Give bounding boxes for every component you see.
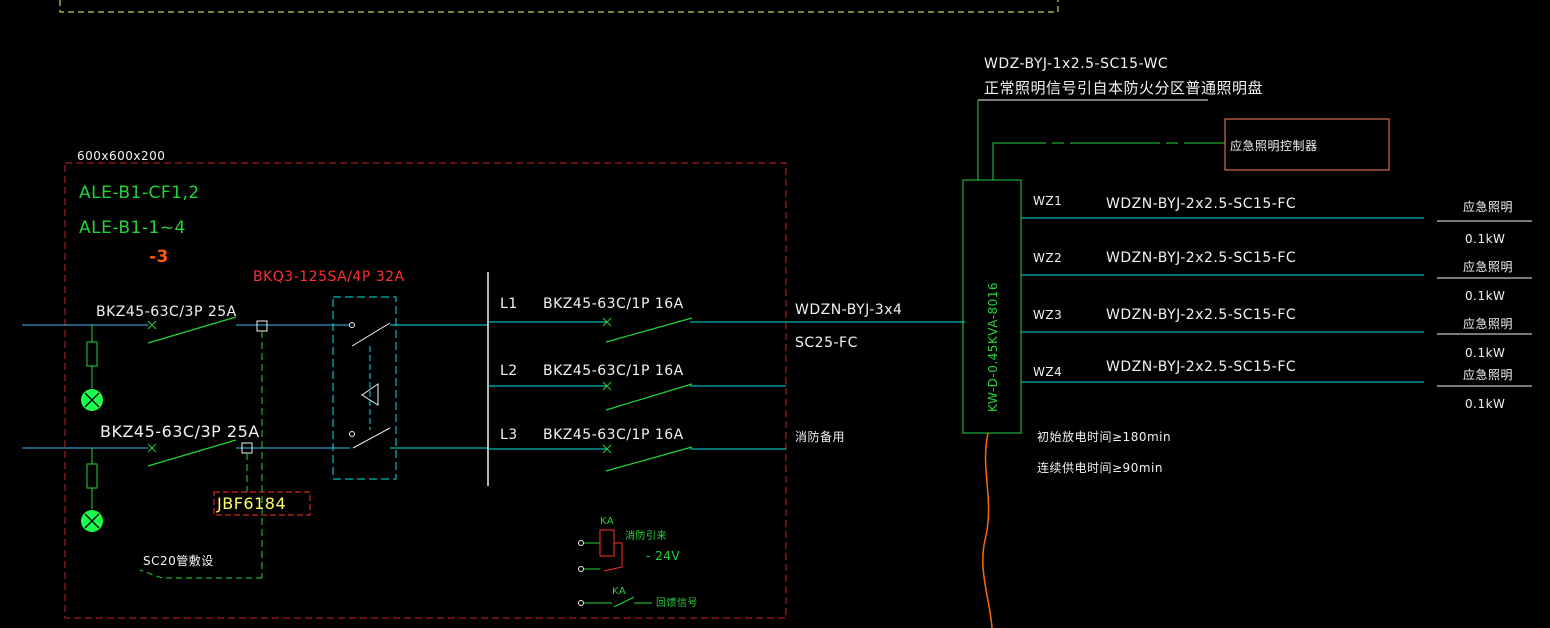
panel-size-label: 600x600x200 <box>77 149 165 163</box>
outgoing-circuit-L2: L2 BKZ45-63C/1P 16A <box>488 363 786 411</box>
circuit-cable: WDZN-BYJ-2x2.5-SC15-FC <box>1106 250 1296 266</box>
fuse-icon <box>86 341 98 367</box>
phase-label-L1: L1 <box>500 296 518 312</box>
panel-name-line2: ALE-B1-1~4 <box>79 218 186 238</box>
panel-enclosure: 600x600x200 ALE-B1-CF1,2 ALE-B1-1~4 -3 <box>64 149 787 619</box>
phase-label-L2: L2 <box>500 363 518 379</box>
circuit-WZ2: WZ2 WDZN-BYJ-2x2.5-SC15-FC 应急照明 0.1kW <box>1021 250 1532 303</box>
feeder-cable-line1: WDZN-BYJ-3x4 <box>795 302 902 318</box>
circuit-cable: WDZN-BYJ-2x2.5-SC15-FC <box>1106 359 1296 375</box>
conduit-label: SC20管敷设 <box>143 553 214 568</box>
circuit-power: 0.1kW <box>1465 289 1505 303</box>
circuit-WZ4: WZ4 WDZN-BYJ-2x2.5-SC15-FC 应急照明 0.1kW <box>1021 359 1532 411</box>
relay1-label: KA <box>600 516 614 527</box>
relay1-desc: 消防引来 <box>625 529 667 542</box>
circuit-power: 0.1kW <box>1465 397 1505 411</box>
breaker-label-L1: BKZ45-63C/1P 16A <box>543 296 684 312</box>
breaker-label-L2: BKZ45-63C/1P 16A <box>543 363 684 379</box>
circuit-cable: WDZN-BYJ-2x2.5-SC15-FC <box>1106 307 1296 323</box>
circuit-WZ3: WZ3 WDZN-BYJ-2x2.5-SC15-FC 应急照明 0.1kW <box>1021 307 1532 360</box>
outgoing-circuit-L1: L1 BKZ45-63C/1P 16A <box>488 296 965 343</box>
outgoing-circuit-L3: L3 BKZ45-63C/1P 16A <box>488 427 786 472</box>
circuit-cable: WDZN-BYJ-2x2.5-SC15-FC <box>1106 196 1296 212</box>
ats-switch: BKQ3-125SA/4P 32A <box>253 269 488 480</box>
breaker-label-L3: BKZ45-63C/1P 16A <box>543 427 684 443</box>
relay-voltage: - 24V <box>646 549 680 563</box>
fuse-icon <box>86 463 98 489</box>
module-label: JBF6184 <box>216 494 286 513</box>
circuit-load: 应急照明 <box>1463 367 1513 382</box>
ground-cable <box>982 432 993 628</box>
signal-cable-label: WDZ-BYJ-1x2.5-SC15-WC <box>984 56 1168 72</box>
handwritten-note: -3 <box>149 247 169 267</box>
feeder-cable-line2: SC25-FC <box>795 335 858 351</box>
signal-description: 正常照明信号引自本防火分区普通照明盘 <box>984 79 1263 97</box>
circuit-id: WZ1 <box>1033 194 1062 208</box>
circuit-load: 应急照明 <box>1463 199 1513 214</box>
circuit-load: 应急照明 <box>1463 316 1513 331</box>
eps-label: KW-D-0.45KVA-8016 <box>986 282 1000 412</box>
top-frame-fragment <box>59 0 1059 13</box>
indicator-lamp-icon <box>81 389 103 411</box>
incoming-breaker-1-label: BKZ45-63C/3P 25A <box>96 304 237 320</box>
spare-label: 消防备用 <box>795 429 845 444</box>
controller-label: 应急照明控制器 <box>1230 138 1318 153</box>
eps-discharge-initial: 初始放电时间≥180min <box>1037 429 1171 444</box>
circuit-power: 0.1kW <box>1465 346 1505 360</box>
emergency-controller-box <box>1224 118 1390 171</box>
lighting-signal: WDZ-BYJ-1x2.5-SC15-WC 正常照明信号引自本防火分区普通照明盘… <box>977 56 1390 180</box>
breaker-x-marks <box>147 320 157 453</box>
panel-name-line1: ALE-B1-CF1,2 <box>79 183 200 203</box>
circuit-id: WZ2 <box>1033 251 1062 265</box>
eps-discharge-continuous: 连续供电时间≥90min <box>1037 460 1163 475</box>
monitoring-module: JBF6184 SC20管敷设 <box>139 320 311 579</box>
feeder-cable: WDZN-BYJ-3x4 SC25-FC 消防备用 <box>795 302 902 444</box>
indicator-lamp-icon <box>81 510 103 532</box>
relay2-desc: 回馈信号 <box>656 596 698 609</box>
incoming-breaker-2-label: BKZ45-63C/3P 25A <box>100 422 260 441</box>
phase-label-L3: L3 <box>500 427 518 443</box>
ats-label: BKQ3-125SA/4P 32A <box>253 269 405 285</box>
ats-mechanism-icon <box>361 383 379 406</box>
circuit-WZ1: WZ1 WDZN-BYJ-2x2.5-SC15-FC 应急照明 0.1kW <box>1021 194 1532 246</box>
circuit-power: 0.1kW <box>1465 232 1505 246</box>
relay-coil-icon <box>599 529 615 557</box>
incoming-feeder-1: BKZ45-63C/3P 25A <box>22 304 350 411</box>
circuit-id: WZ4 <box>1033 365 1062 379</box>
eps-unit: KW-D-0.45KVA-8016 初始放电时间≥180min 连续供电时间≥9… <box>962 179 1171 628</box>
fire-linkage: KA 消防引来 - 24V KA 回馈信号 <box>578 516 698 609</box>
circuit-id: WZ3 <box>1033 308 1062 322</box>
circuit-load: 应急照明 <box>1463 259 1513 274</box>
incoming-feeder-2: BKZ45-63C/3P 25A <box>22 422 350 532</box>
relay2-label: KA <box>612 586 626 597</box>
